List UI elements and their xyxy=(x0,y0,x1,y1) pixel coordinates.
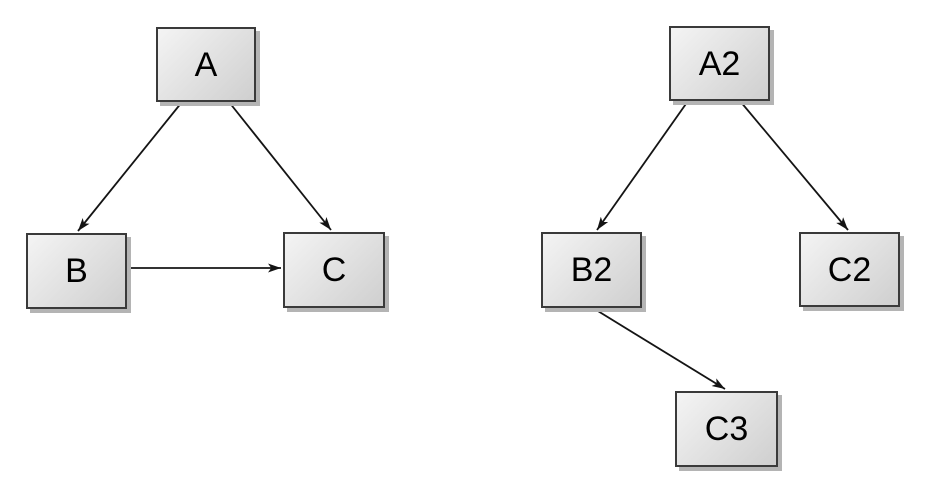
node-C[interactable]: C xyxy=(283,232,385,308)
node-label: B2 xyxy=(570,251,613,289)
node-label: A2 xyxy=(698,44,741,83)
edge-A-B xyxy=(77,101,183,232)
node-B[interactable]: B xyxy=(26,233,127,309)
edge-A2-C2 xyxy=(739,100,849,231)
node-C2[interactable]: C2 xyxy=(799,232,900,307)
node-A[interactable]: A xyxy=(156,27,256,102)
node-label: C2 xyxy=(827,250,872,289)
edge-A2-B2 xyxy=(596,100,689,231)
node-C3[interactable]: C3 xyxy=(675,391,778,467)
node-B2[interactable]: B2 xyxy=(541,232,642,308)
node-A2[interactable]: A2 xyxy=(669,26,770,101)
node-label: B xyxy=(65,252,88,290)
node-label: C xyxy=(321,251,347,289)
edge-A-C xyxy=(228,101,332,231)
edge-B2-C3 xyxy=(592,307,726,390)
node-label: A xyxy=(194,45,218,84)
node-label: C3 xyxy=(704,410,749,448)
